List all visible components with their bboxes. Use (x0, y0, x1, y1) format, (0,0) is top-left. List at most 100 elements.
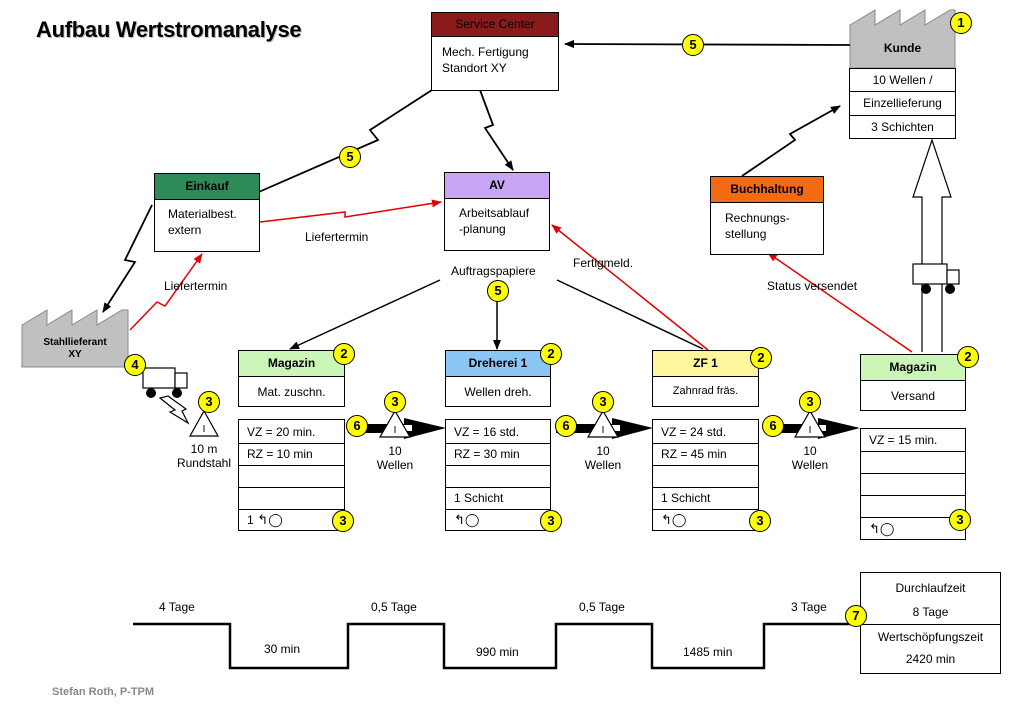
service-center-line2: Standort XY (442, 61, 507, 75)
versand-row2 (861, 451, 965, 473)
zf-row3 (653, 465, 758, 487)
badge-kunde: 1 (950, 12, 972, 34)
dreherei-vz: VZ = 16 std. (454, 425, 520, 439)
summary-durchlaufzeit-label: Durchlaufzeit (895, 581, 966, 595)
zf-vz: VZ = 24 std. (661, 425, 727, 439)
buchhaltung-header: Buchhaltung (711, 177, 823, 203)
inventory-2-label: 10 Wellen (573, 444, 633, 472)
kunde-row2: Einzellieferung (850, 91, 955, 115)
timeline-tage-2: 0,5 Tage (579, 600, 625, 614)
stahllieferant-line2: XY (68, 349, 82, 360)
service-center-box[interactable]: Service Center Mech. Fertigung Standort … (431, 12, 559, 91)
badge-op-versand: 3 (949, 509, 971, 531)
magazin-rz: RZ = 10 min (239, 443, 344, 465)
operator-icon: ↰◯ (253, 512, 283, 527)
service-center-line1: Mech. Fertigung (442, 45, 529, 59)
timeline-min-1: 990 min (476, 645, 519, 659)
svg-text:I: I (203, 424, 206, 435)
liefertermin-label-stahl: Liefertermin (164, 279, 228, 293)
databox-versand: VZ = 15 min. ↰◯ (860, 428, 966, 540)
versand-row4 (861, 495, 965, 517)
timeline-line (133, 622, 860, 670)
inventory-triangle-icon-3: I (793, 409, 827, 438)
badge-push3: 6 (762, 415, 784, 437)
process-dreherei-header: Dreherei 1 (446, 351, 550, 377)
process-magazin-header: Magazin (239, 351, 344, 377)
kunde-to-service-arrow (564, 40, 851, 49)
einkauf-to-av-red-arrow (259, 199, 442, 223)
av-header: AV (445, 173, 549, 199)
auftrag-to-magazin-arrow (289, 279, 441, 350)
process-magazin-sub: Mat. zuschn. (257, 385, 326, 399)
inventory-1-label: 10 Wellen (365, 444, 425, 472)
einkauf-to-stahl-arrow (102, 204, 153, 313)
push-arrow-3 (765, 418, 860, 439)
truck-icon-kunde (912, 263, 960, 294)
process-zf-header: ZF 1 (653, 351, 758, 377)
einkauf-header: Einkauf (155, 174, 259, 200)
buchhaltung-box[interactable]: Buchhaltung Rechnungs- stellung (710, 176, 824, 255)
timeline-tage-3: 3 Tage (791, 600, 827, 614)
inventory-1-line2: Wellen (376, 458, 414, 472)
badge-inv3: 3 (799, 391, 821, 413)
versand-vz: VZ = 15 min. (869, 433, 938, 447)
kunde-box[interactable]: 10 Wellen / Einzellieferung 3 Schichten (849, 68, 956, 139)
zf-rz: RZ = 45 min (653, 443, 758, 465)
process-zf-sub: Zahnrad fräs. (672, 385, 739, 397)
badge-push1: 6 (346, 415, 368, 437)
versand-row3 (861, 473, 965, 495)
process-dreherei[interactable]: Dreherei 1 Wellen dreh. (445, 350, 551, 407)
inventory-3-line2: Wellen (791, 458, 829, 472)
einkauf-line1: Materialbest. (168, 207, 237, 221)
timeline-min-2: 1485 min (683, 645, 733, 659)
truck-icon-stahl (142, 367, 188, 398)
magazin-operator-row: 1 ↰◯ (239, 509, 344, 531)
badge-stahl: 4 (124, 354, 146, 376)
badge-magazin: 2 (333, 343, 355, 365)
push-arrow-1 (348, 418, 446, 439)
timeline-tage-1: 0,5 Tage (371, 600, 417, 614)
versand-to-buchhaltung-red-arrow (767, 252, 913, 353)
stahllieferant-factory-icon (21, 309, 129, 368)
fertigmeld-label: Fertigmeld. (573, 256, 634, 270)
inventory-triangle-icon-2: I (586, 409, 620, 438)
summary-wertschoepfung: Wertschöpfungszeit 2420 min (861, 624, 1000, 675)
summary-durchlaufzeit-value: 8 Tage (912, 605, 949, 619)
svg-text:I: I (394, 425, 397, 436)
auftrag-to-zf-line (556, 279, 704, 350)
status-versendet-label: Status versendet (767, 279, 858, 293)
process-zf[interactable]: ZF 1 Zahnrad fräs. (652, 350, 759, 407)
timeline-tage-0: 4 Tage (159, 600, 195, 614)
inventory-triangle-icon-1: I (378, 409, 412, 438)
inventory-0-label: 10 m Rundstahl (164, 442, 244, 470)
av-box[interactable]: AV Arbeitsablauf -planung (444, 172, 550, 251)
delivery-zigzag-icon (158, 395, 190, 425)
buchhaltung-line2: stellung (725, 227, 767, 241)
svg-text:I: I (602, 425, 605, 436)
databox-dreherei: VZ = 16 std. RZ = 30 min 1 Schicht ↰◯ (445, 419, 551, 531)
process-versand-sub: Versand (890, 389, 936, 403)
stahllieferant-line1: Stahllieferant (43, 337, 107, 348)
svg-text:I: I (809, 425, 812, 436)
page-title: Aufbau Wertstromanalyse (36, 17, 302, 42)
process-versand[interactable]: Magazin Versand (860, 354, 966, 411)
dreherei-schicht: 1 Schicht (446, 487, 550, 509)
inventory-3-line1: 10 (803, 444, 817, 458)
kunde-row3: 3 Schichten (850, 115, 955, 139)
buchhaltung-to-kunde-arrow (741, 105, 841, 177)
dreherei-row3 (446, 465, 550, 487)
magazin-row3 (239, 465, 344, 487)
zf-schicht: 1 Schicht (653, 487, 758, 509)
badge-inv2: 3 (592, 391, 614, 413)
databox-zf: VZ = 24 std. RZ = 45 min 1 Schicht ↰◯ (652, 419, 759, 531)
einkauf-box[interactable]: Einkauf Materialbest. extern (154, 173, 260, 252)
magazin-schicht (239, 487, 344, 509)
inventory-2-line1: 10 (596, 444, 610, 458)
process-magazin[interactable]: Magazin Mat. zuschn. (238, 350, 345, 407)
kunde-row1: 10 Wellen / (872, 73, 933, 87)
badge-info-einkauf: 5 (339, 146, 361, 168)
shipment-arrow-icon (912, 138, 952, 352)
badge-info-kunde: 5 (682, 34, 704, 56)
dreherei-rz: RZ = 30 min (446, 443, 550, 465)
